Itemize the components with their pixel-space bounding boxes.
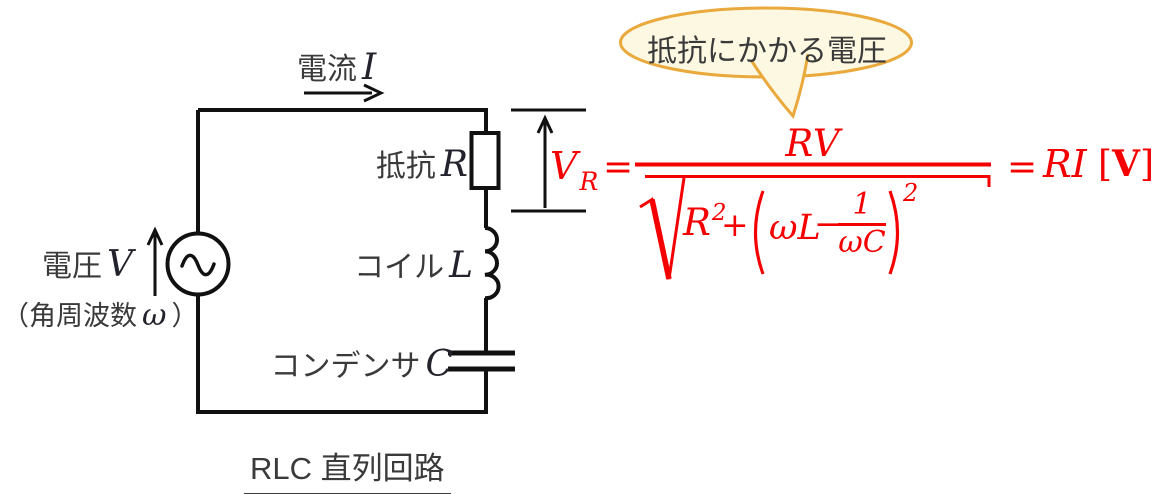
formula-minus: − [814,204,842,243]
caption-text: RLC 直列回路 [244,443,451,494]
formula-rhs: RI [1043,142,1087,186]
formula-inner-numerator: 1 [852,187,872,222]
radical-icon [639,177,686,280]
formula-inner-denominator: ωC [838,225,886,260]
formula-lhs: VR [550,144,598,194]
formula-omega-L: ωL [769,208,821,248]
current-label-jp: 電流 [297,53,357,86]
sqrt-bar [645,175,991,187]
resistor-label-jp: 抵抗 [375,150,436,183]
ac-source-icon [165,231,231,297]
inductor-label-jp: コイル [354,251,445,284]
capacitor-icon [448,350,515,372]
unit-left-bracket: [ [1098,144,1113,185]
current-symbol: I [362,47,377,88]
circuit-caption: RLC 直列回路 [244,443,451,494]
inductor-symbol: L [449,245,473,286]
formula-den-R: R [683,201,711,244]
formula-equals-2: = [1007,147,1038,188]
bubble-label: 抵抗にかかる電圧 [647,35,887,68]
voltage-label: 電圧 V [42,244,133,285]
formula-lhs-subscript: R [579,167,599,196]
lparen-icon [753,190,765,275]
angular-close: ） [171,301,199,331]
angular-frequency-label: （角周波数 ω ） [2,301,198,332]
formula-unit: [V] [1098,146,1154,183]
rparen-icon [888,190,900,275]
voltage-symbol: V [107,244,133,285]
angular-symbol: ω [142,298,167,333]
formula-outer-exponent: 2 [903,179,919,207]
capacitor-label-jp: コンデンサ [270,350,421,383]
formula-numerator: RV [785,122,841,165]
resistor-icon [469,131,501,190]
capacitor-label: コンデンサ C [267,344,453,385]
formula-lhs-symbol: V [550,144,578,188]
unit-right-bracket: ] [1139,144,1154,185]
angular-open: （角周波数 [2,301,137,331]
current-label: 電流 I [297,47,377,88]
unit-symbol: V [1112,143,1140,185]
formula-den-R-exponent: 2 [711,200,727,226]
vr-measure-icon [511,108,586,213]
inductor-label: コイル L [351,245,473,286]
formula-plus: + [721,205,749,244]
inductor-icon [484,226,501,301]
radical-thick-stroke [649,198,672,280]
formula-equals-1: = [603,147,634,188]
current-arrow-icon [304,83,385,103]
resistor-label: 抵抗 R [372,144,468,185]
formula-den-R-squared: R2 [683,201,727,244]
circuit-wire [196,108,488,414]
voltage-arrow-icon [146,226,164,296]
capacitor-symbol: C [425,344,453,385]
formula-rules [635,162,991,280]
voltage-label-jp: 電圧 [42,250,102,283]
speech-bubble-icon [619,6,913,119]
resistor-symbol: R [440,144,468,185]
